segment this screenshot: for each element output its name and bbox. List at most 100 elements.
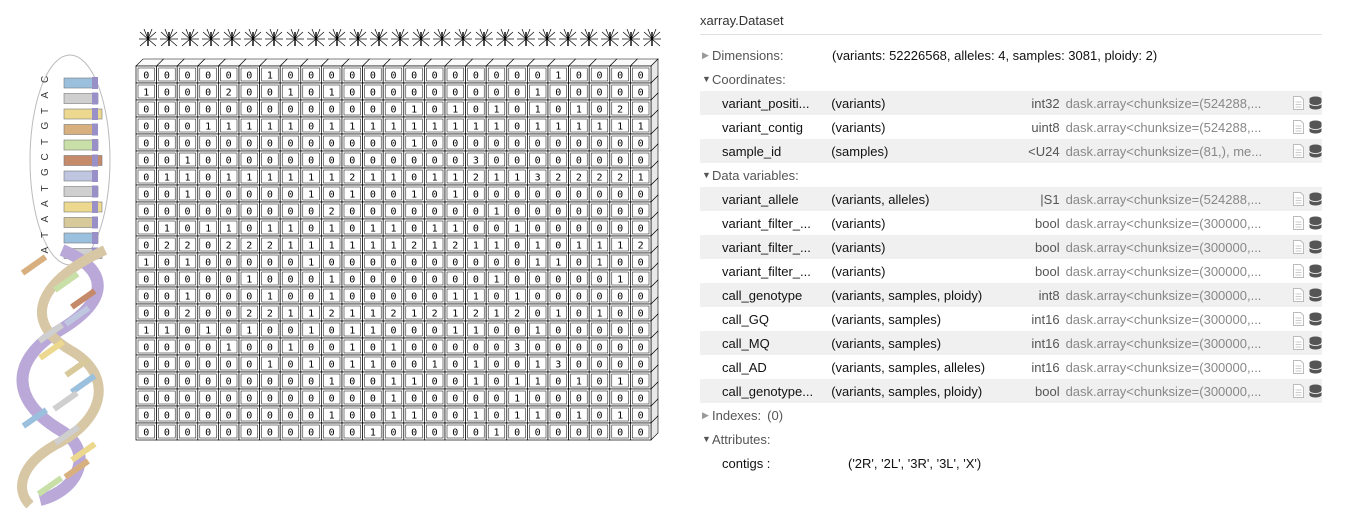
genotype-cell: 0 <box>197 422 219 441</box>
genotype-cell: 0 <box>568 65 590 84</box>
show-attributes-icon[interactable] <box>1292 360 1305 374</box>
genotype-value: 0 <box>411 360 417 371</box>
genotype-value: 0 <box>267 343 273 354</box>
variable-name: variant_positi... <box>722 95 810 111</box>
show-data-repr-icon[interactable] <box>1309 192 1322 206</box>
show-data-repr-icon[interactable] <box>1309 240 1322 254</box>
genotype-value: 0 <box>246 428 252 439</box>
show-attributes-icon[interactable] <box>1292 336 1305 350</box>
genotype-value: 1 <box>473 122 479 133</box>
genotype-value: 0 <box>349 394 355 405</box>
genotype-value: 1 <box>205 326 211 337</box>
genotype-value: 0 <box>246 343 252 354</box>
indexes-section[interactable]: ▶ Indexes: (0) <box>700 403 1322 427</box>
show-data-repr-icon[interactable] <box>1309 216 1322 230</box>
show-attributes-icon[interactable] <box>1292 312 1305 326</box>
genotype-cell: 1 <box>465 116 487 135</box>
genotype-cell: 0 <box>279 201 302 220</box>
genotype-cell: 0 <box>506 65 528 84</box>
genotype-value: 0 <box>308 428 314 439</box>
data-variables-section[interactable]: ▼ Data variables: <box>700 163 1322 187</box>
show-data-repr-icon[interactable] <box>1309 384 1322 398</box>
genotype-cell: 1 <box>321 235 343 254</box>
genotype-cell: 0 <box>218 99 240 118</box>
genotype-value: 0 <box>205 377 211 388</box>
dimensions-section[interactable]: ▶ Dimensions: (variants: 52226568, allel… <box>700 43 1322 67</box>
show-data-repr-icon[interactable] <box>1309 288 1322 302</box>
variable-row[interactable]: call_genotype(variants, samples, ploidy)… <box>700 283 1322 307</box>
variable-row[interactable]: call_genotype...(variants, samples, ploi… <box>700 379 1322 403</box>
variable-dtype: bool <box>1035 239 1060 255</box>
genotype-cell: 1 <box>321 218 343 237</box>
attributes-section[interactable]: ▼ Attributes: <box>700 427 1322 451</box>
show-attributes-icon[interactable] <box>1292 264 1305 278</box>
variable-row[interactable]: call_AD(variants, samples, alleles)int16… <box>700 355 1322 379</box>
genotype-cell: 0 <box>568 422 590 441</box>
genotype-cell: 0 <box>300 82 322 101</box>
genotype-cell: 0 <box>300 405 322 424</box>
genotype-cell: 1 <box>382 405 405 424</box>
collapse-triangle-icon[interactable]: ▶ <box>702 409 709 420</box>
show-data-repr-icon[interactable] <box>1309 360 1322 374</box>
show-data-repr-icon[interactable] <box>1309 120 1322 134</box>
show-attributes-icon[interactable] <box>1292 384 1305 398</box>
show-attributes-icon[interactable] <box>1292 96 1305 110</box>
expand-triangle-icon[interactable]: ▼ <box>702 74 711 84</box>
genotype-value: 2 <box>349 173 355 184</box>
genotype-value: 0 <box>143 394 149 405</box>
coordinates-section[interactable]: ▼ Coordinates: <box>700 67 1322 91</box>
backbone-segment <box>92 123 98 136</box>
show-attributes-icon[interactable] <box>1292 216 1305 230</box>
variable-dtype: |S1 <box>1040 191 1060 207</box>
show-attributes-icon[interactable] <box>1292 144 1305 158</box>
expand-triangle-icon[interactable]: ▼ <box>702 434 711 444</box>
genotype-value: 1 <box>596 309 602 320</box>
genotype-value: 0 <box>638 156 644 167</box>
genotype-cell: 1 <box>279 167 302 186</box>
indexes-label: Indexes: <box>712 407 762 423</box>
genotype-value: 0 <box>576 139 582 150</box>
show-data-repr-icon[interactable] <box>1309 96 1322 110</box>
genotype-cell: 0 <box>568 303 590 322</box>
show-attributes-icon[interactable] <box>1292 192 1305 206</box>
genotype-value: 0 <box>493 156 499 167</box>
genotype-cell: 2 <box>321 201 343 220</box>
backbone-segment <box>92 216 98 229</box>
show-attributes-icon[interactable] <box>1292 288 1305 302</box>
genotype-cell: 1 <box>197 116 219 135</box>
genotype-value: 1 <box>164 326 170 337</box>
genotype-cell: 0 <box>382 65 405 84</box>
genotype-cell: 0 <box>156 133 178 152</box>
genotype-value: 0 <box>617 224 623 235</box>
genotype-value: 0 <box>596 428 602 439</box>
genotype-value: 0 <box>576 275 582 286</box>
genotype-value: 0 <box>205 190 211 201</box>
genotype-value: 0 <box>617 71 623 82</box>
genotype-cell: 2 <box>156 235 178 254</box>
show-data-repr-icon[interactable] <box>1309 312 1322 326</box>
show-data-repr-icon[interactable] <box>1309 336 1322 350</box>
collapse-triangle-icon[interactable]: ▶ <box>702 49 709 60</box>
genotype-value: 1 <box>493 309 499 320</box>
genotype-cell: 0 <box>279 371 302 390</box>
genotype-cell: 0 <box>382 201 405 220</box>
show-data-repr-icon[interactable] <box>1309 144 1322 158</box>
show-attributes-icon[interactable] <box>1292 240 1305 254</box>
genotype-cell: 0 <box>424 99 446 118</box>
genotype-value: 0 <box>514 360 520 371</box>
show-attributes-icon[interactable] <box>1292 120 1305 134</box>
show-data-repr-icon[interactable] <box>1309 264 1322 278</box>
genotype-cell: 0 <box>176 218 199 237</box>
mosquito-icon <box>643 28 661 47</box>
expand-triangle-icon[interactable]: ▼ <box>702 170 711 180</box>
genotype-cell: 0 <box>547 235 569 254</box>
